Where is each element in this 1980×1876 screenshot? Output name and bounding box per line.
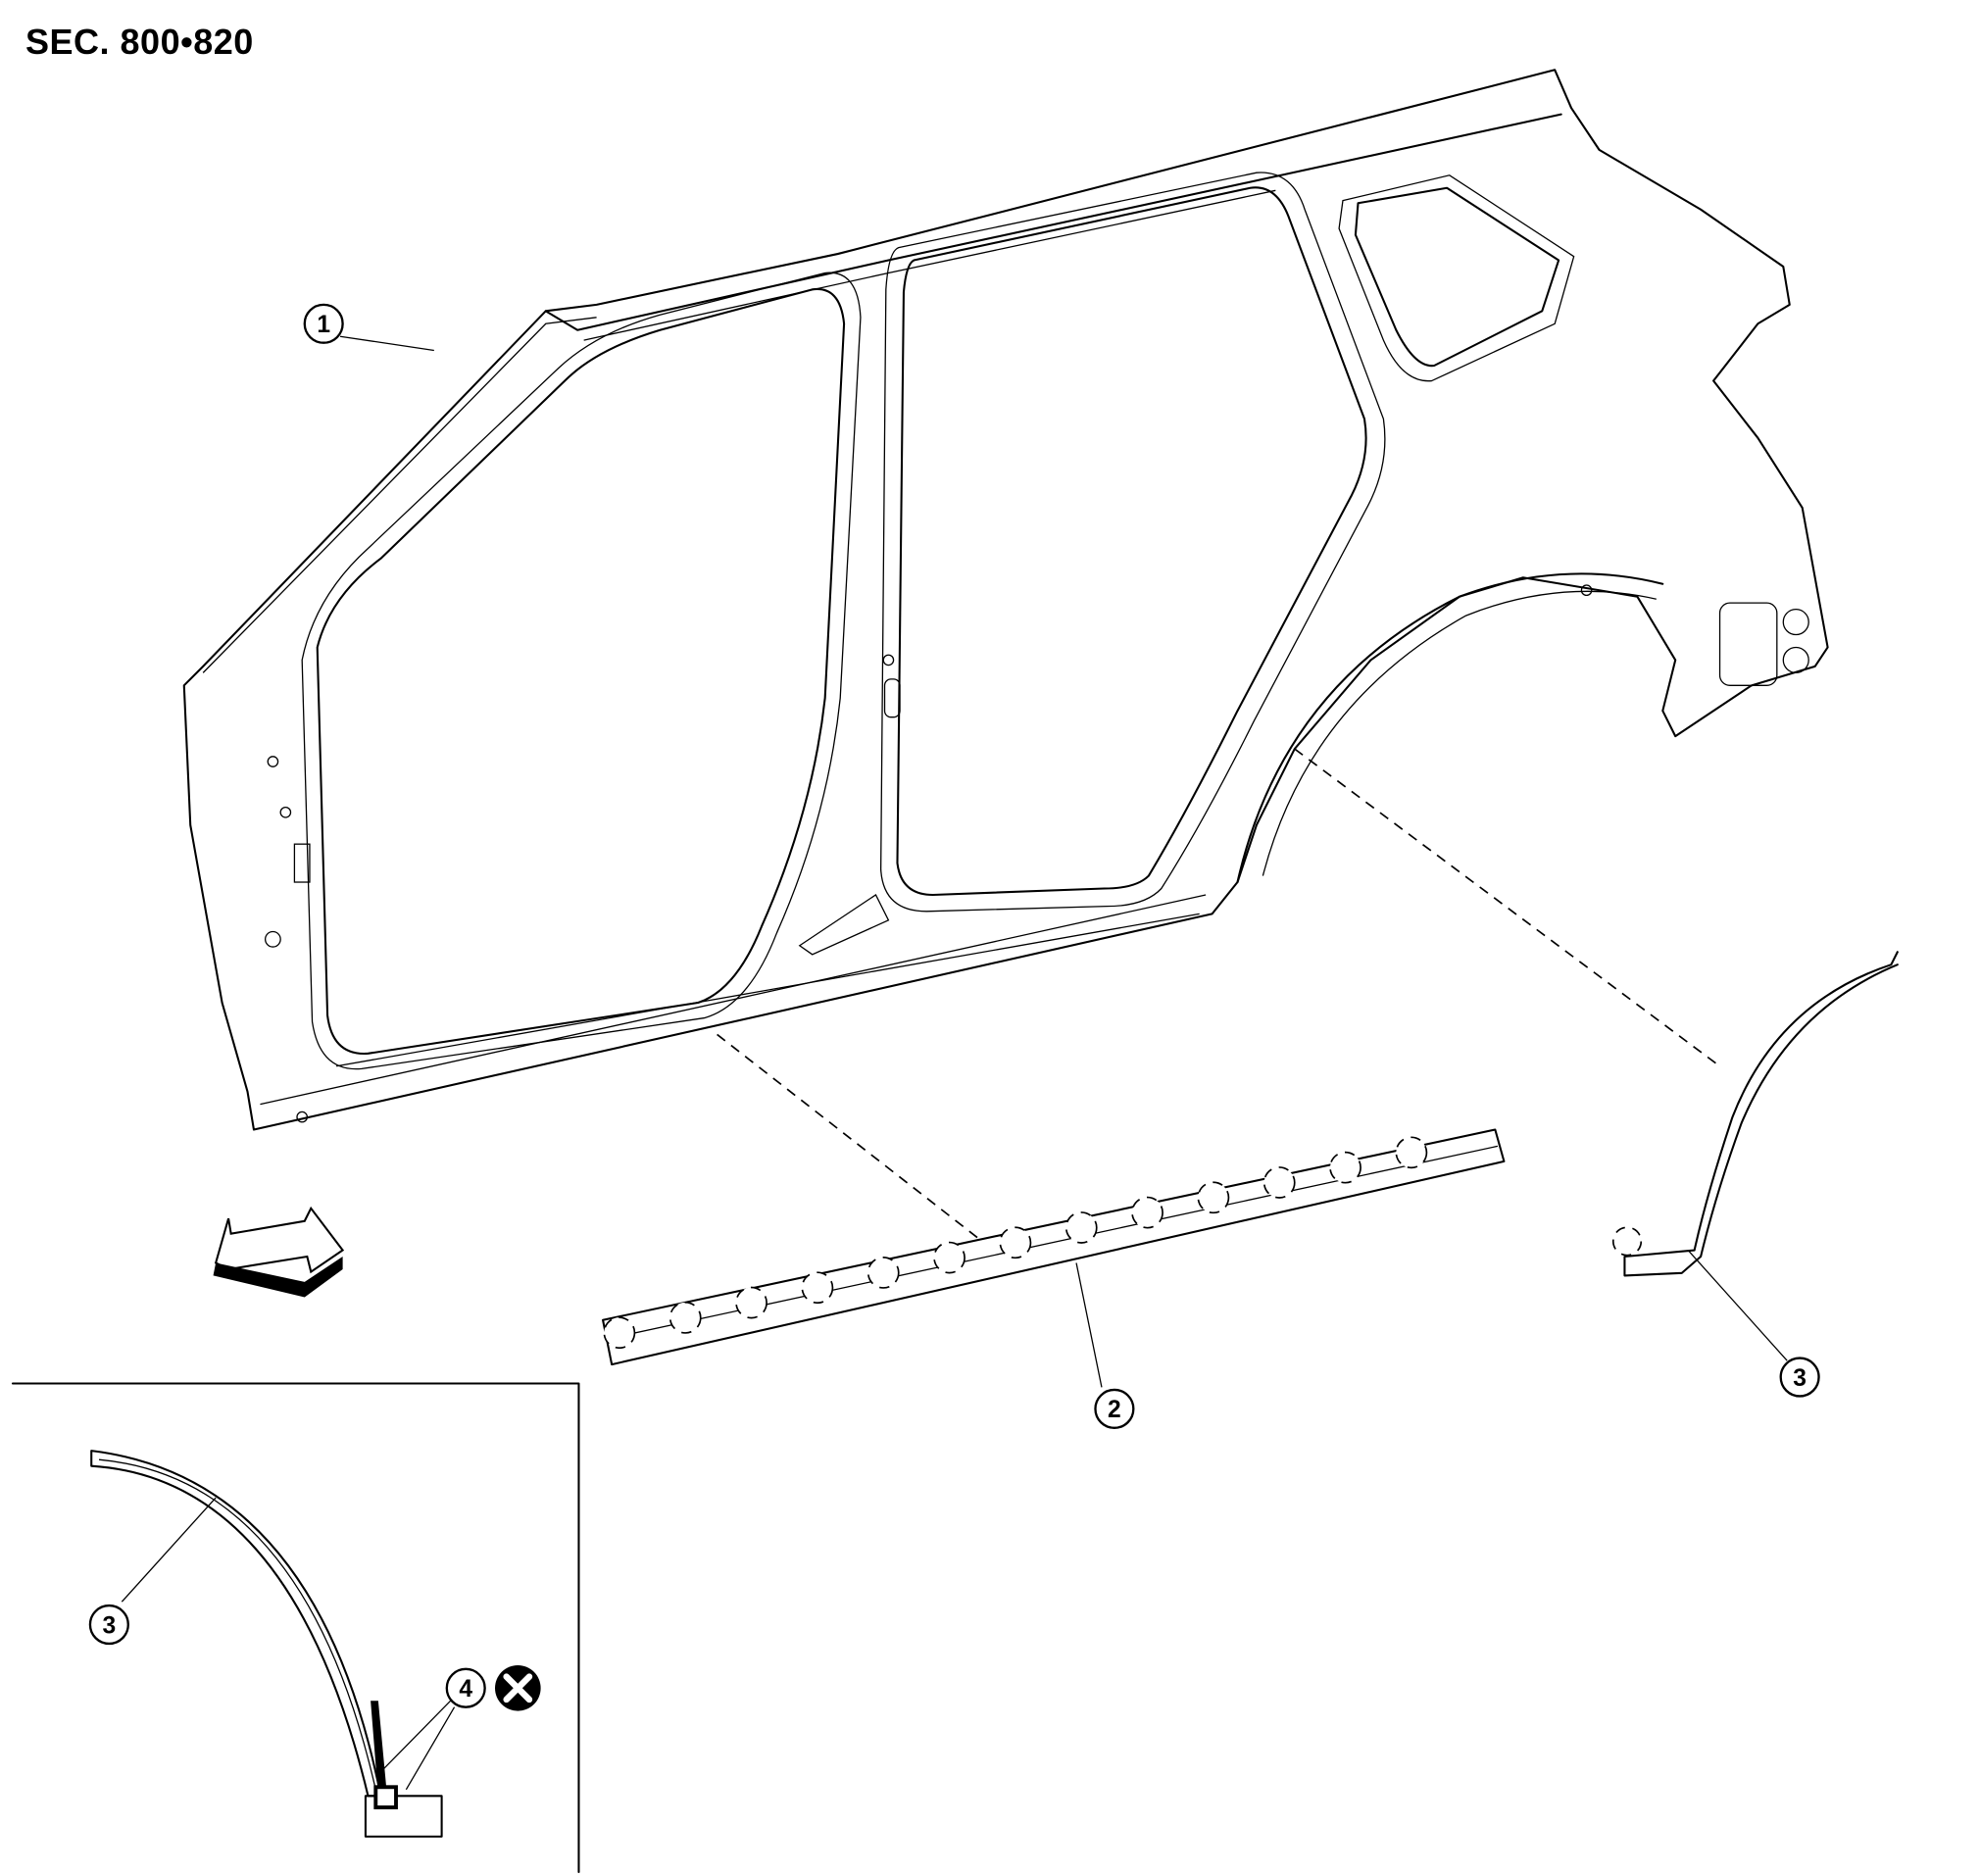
detail-inset <box>11 1382 580 1874</box>
weld-spot-mark <box>1262 1166 1296 1199</box>
weld-spot-mark <box>866 1257 900 1289</box>
svg-text:2: 2 <box>1108 1397 1121 1423</box>
wheelhouse-extension-part <box>1611 951 1899 1277</box>
weld-spot-mark <box>603 1316 636 1350</box>
svg-text:1: 1 <box>317 312 330 338</box>
weld-spot-mark <box>999 1226 1032 1259</box>
svg-text:3: 3 <box>1793 1365 1807 1392</box>
weld-spot-mark <box>933 1241 965 1274</box>
weld-spot-mark <box>1329 1151 1361 1184</box>
body-side-outer-panel <box>182 69 1829 1131</box>
weld-spot-mark <box>1395 1136 1428 1169</box>
weld-spot-mark <box>735 1286 767 1319</box>
callout-1: 1 <box>303 303 344 344</box>
weld-spot-mark <box>668 1302 702 1334</box>
section-label: SEC. 800•820 <box>25 22 254 62</box>
do-not-reuse-icon <box>495 1664 541 1711</box>
weld-spot-mark <box>801 1271 834 1305</box>
callout-3-inset: 3 <box>88 1604 129 1646</box>
callout-3: 3 <box>1779 1357 1820 1398</box>
weld-spot-mark <box>1131 1196 1163 1229</box>
weld-spot-mark <box>1197 1181 1230 1214</box>
front-direction-arrow-icon <box>213 1206 345 1298</box>
sill-dashed-leader <box>717 1033 978 1239</box>
callout-2: 2 <box>1094 1388 1135 1429</box>
callout-4-inset: 4 <box>445 1667 486 1708</box>
wheelhouse-dashed-leader <box>1294 748 1721 1067</box>
sill-reinforcement-part <box>602 1128 1506 1366</box>
weld-spot-mark <box>1064 1211 1098 1244</box>
svg-text:3: 3 <box>103 1612 117 1639</box>
svg-text:4: 4 <box>459 1676 472 1703</box>
